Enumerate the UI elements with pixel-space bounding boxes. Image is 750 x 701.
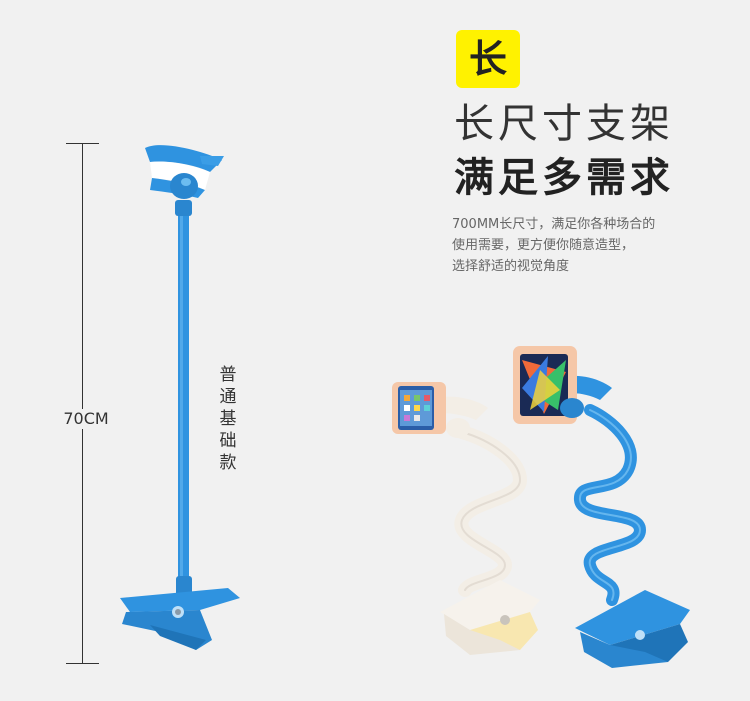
standard-stand-image: [120, 145, 240, 650]
headline-line-1: 长尺寸支架: [454, 101, 674, 147]
description-line-2: 使用需要，更方便你随意造型，: [452, 238, 635, 253]
blue-stand-image: [513, 346, 690, 668]
feature-badge: 长: [456, 30, 520, 88]
description-line-1: 700MM长尺寸，满足你各种场合的: [452, 217, 656, 232]
measurement-line: [82, 143, 83, 663]
description-line-3: 选择舒适的视觉角度: [452, 259, 570, 274]
description: 700MM长尺寸，满足你各种场合的 使用需要，更方便你随意造型， 选择舒适的视觉…: [452, 214, 722, 277]
standard-model-caption: 普通基础款: [219, 365, 237, 473]
measurement-label: 70CM: [56, 409, 116, 429]
headline-line-2: 满足多需求: [454, 155, 674, 201]
measurement-cap-bottom: [66, 663, 99, 664]
measurement-cap-top: [66, 143, 99, 144]
white-stand-image: [392, 382, 540, 655]
